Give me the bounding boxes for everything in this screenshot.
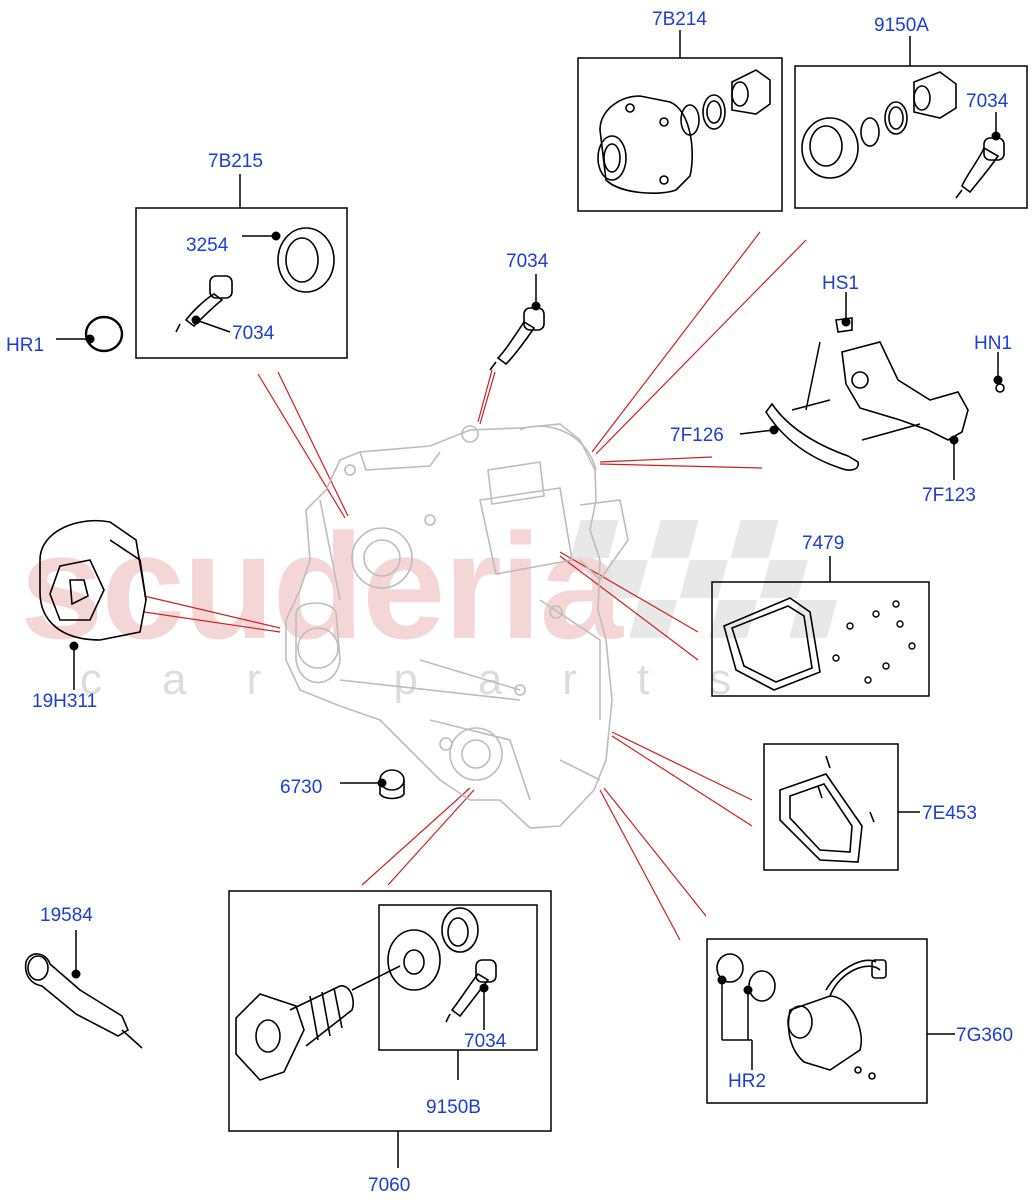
label-19584: 19584 — [40, 905, 93, 926]
label-7034-lower: 7034 — [464, 1031, 507, 1052]
label-HR2: HR2 — [728, 1071, 767, 1092]
cover-plate-part — [723, 597, 916, 691]
output-shaft-part — [235, 907, 497, 1081]
label-9150A: 9150A — [874, 15, 929, 36]
leader-lines — [143, 231, 807, 941]
sealant-syringe-part — [24, 953, 143, 1049]
label-7F123: 7F123 — [922, 485, 976, 506]
label-HN1: HN1 — [974, 333, 1013, 354]
box-9150A — [794, 65, 1028, 209]
label-7034-top-right: 7034 — [966, 91, 1009, 112]
label-7B215: 7B215 — [208, 151, 263, 172]
seal-sensor-part — [175, 227, 335, 333]
mounting-bracket-part — [765, 317, 1005, 471]
box-7479 — [711, 581, 930, 697]
label-7G360: 7G360 — [956, 1025, 1014, 1046]
box-7060 — [228, 890, 552, 1132]
box-7G360 — [706, 938, 928, 1104]
speed-sensor-part — [489, 307, 545, 371]
label-9150B: 9150B — [426, 1097, 481, 1118]
label-7034-center: 7034 — [506, 251, 549, 272]
seal-kit-part — [801, 71, 1005, 199]
label-7479: 7479 — [802, 533, 845, 554]
transfer-case-housing — [285, 423, 629, 829]
box-7B214 — [577, 57, 783, 212]
label-7034-box: 7034 — [232, 323, 275, 344]
box-7E453 — [763, 743, 899, 871]
label-HR1: HR1 — [6, 335, 45, 356]
label-7B214: 7B214 — [652, 9, 707, 30]
control-module-part — [779, 755, 875, 863]
label-7E453: 7E453 — [922, 803, 977, 824]
actuator-motor-part — [716, 953, 887, 1080]
box-9150B — [378, 904, 538, 1051]
label-7060: 7060 — [368, 1175, 411, 1196]
drain-plug-part — [379, 769, 405, 800]
label-19H311: 19H311 — [32, 691, 98, 712]
watermark-subtitle: car parts — [80, 655, 792, 704]
output-flange-part — [597, 69, 771, 194]
checkered-flag-watermark — [570, 520, 838, 638]
label-3254: 3254 — [186, 235, 229, 256]
box-7B215 — [135, 207, 348, 359]
label-7F126: 7F126 — [670, 425, 724, 446]
label-6730: 6730 — [280, 777, 323, 798]
o-ring-part — [84, 315, 124, 353]
label-HS1: HS1 — [822, 273, 859, 294]
transmission-mount-part — [39, 519, 147, 641]
